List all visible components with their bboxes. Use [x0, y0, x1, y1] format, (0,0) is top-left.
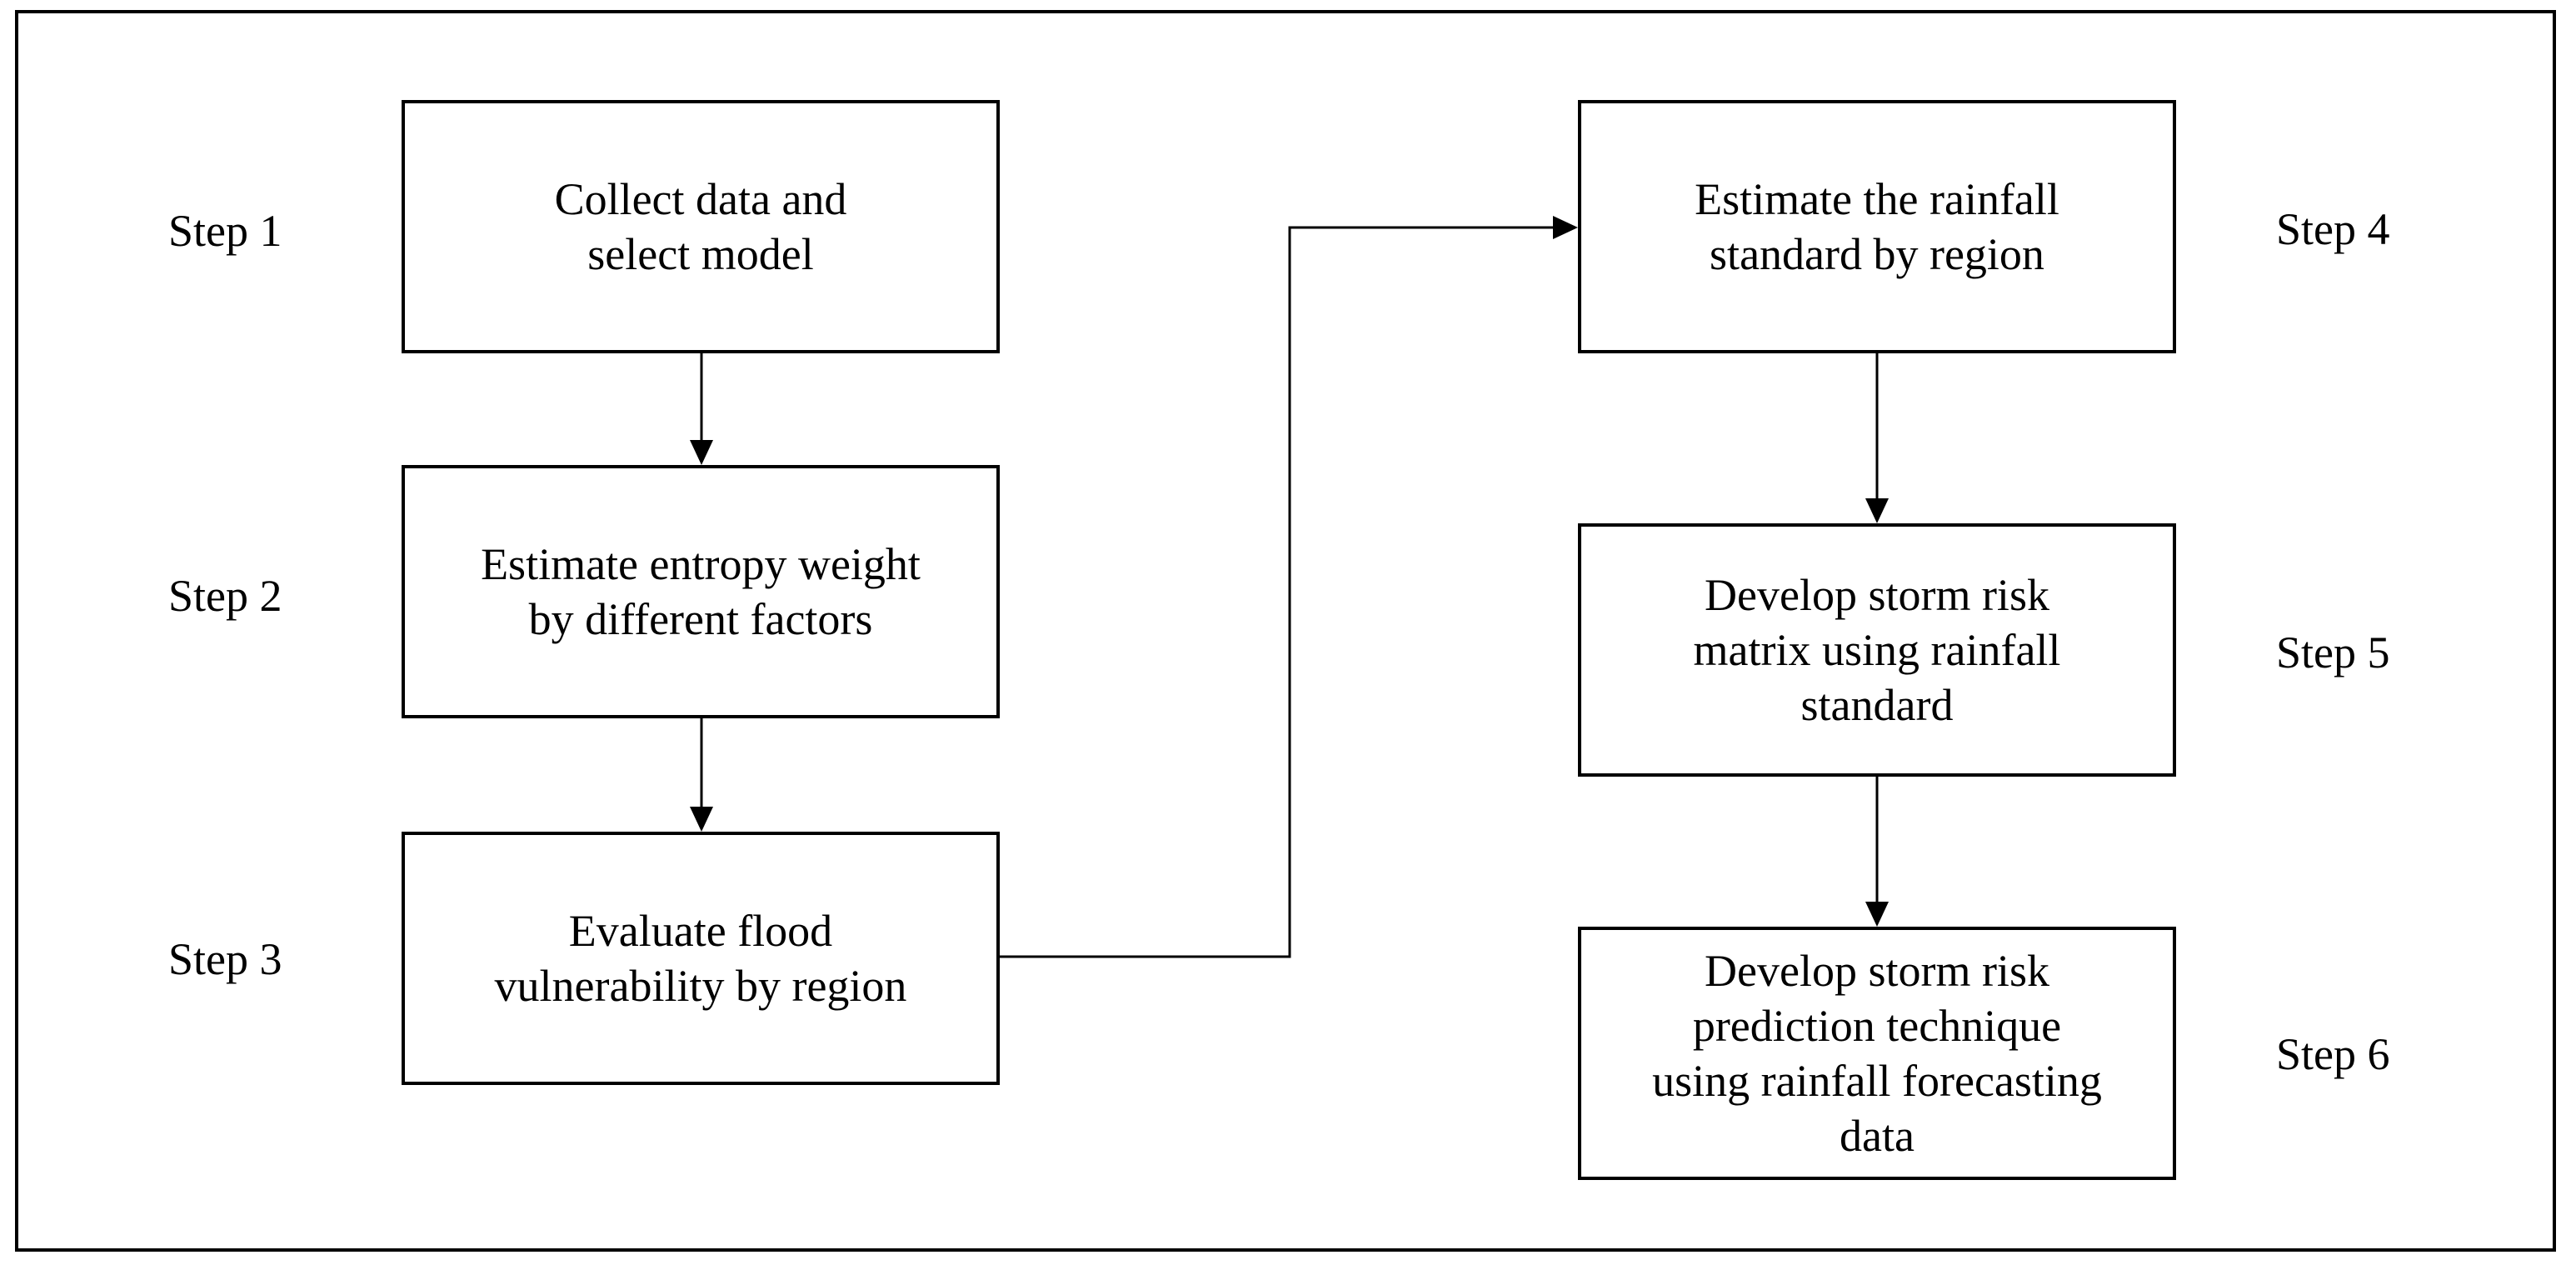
arrow-step5-to-step6 — [1865, 777, 1889, 927]
step-6-label: Step 6 — [2276, 1029, 2390, 1079]
step-4-box: Estimate the rainfall standard by region — [1578, 100, 2176, 353]
step-2-box-text: Estimate entropy weight by different fac… — [481, 539, 921, 644]
arrow-step2-to-step3 — [690, 718, 713, 832]
step-4-label: Step 4 — [2276, 204, 2390, 254]
step-1-label: Step 1 — [168, 206, 282, 256]
step-1-box: Collect data and select model — [402, 100, 1000, 353]
step-5-label: Step 5 — [2276, 628, 2390, 678]
diagram-frame — [15, 10, 2556, 1252]
arrow-step3-to-step4 — [1000, 216, 1578, 958]
step-5-box-text: Develop storm risk matrix using rainfall… — [1693, 570, 2061, 730]
arrow-step4-to-step5 — [1865, 352, 1889, 523]
step-5-box: Develop storm risk matrix using rainfall… — [1578, 523, 2176, 777]
step-1-box-text: Collect data and select model — [554, 174, 847, 279]
step-6-box: Develop storm risk prediction technique … — [1578, 927, 2176, 1180]
step-2-box: Estimate entropy weight by different fac… — [402, 465, 1000, 718]
step-3-box: Evaluate flood vulnerability by region — [402, 832, 1000, 1085]
step-4-box-text: Estimate the rainfall standard by region — [1695, 174, 2059, 279]
step-3-box-text: Evaluate flood vulnerability by region — [494, 906, 907, 1011]
step-2-label: Step 2 — [168, 571, 282, 621]
step-3-label: Step 3 — [168, 934, 282, 984]
step-6-box-text: Develop storm risk prediction technique … — [1652, 946, 2102, 1161]
arrow-step1-to-step2 — [690, 352, 713, 465]
